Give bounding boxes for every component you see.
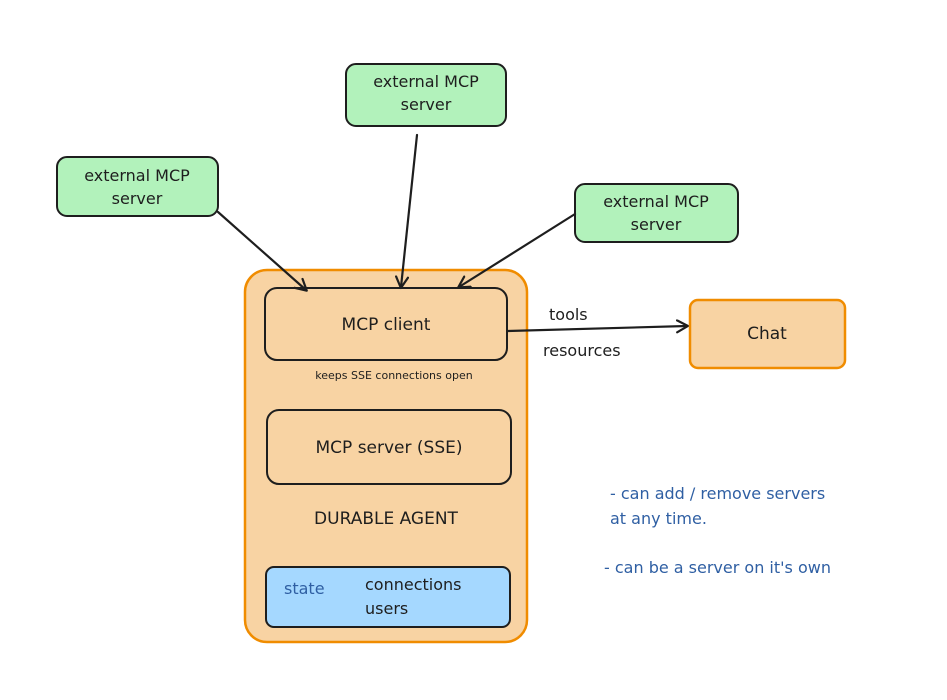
external-server-top-line1: external MCP xyxy=(373,72,479,91)
note-standalone-server: - can be a server on it's own xyxy=(604,558,831,577)
arrow-left-to-client xyxy=(216,210,306,290)
durable-agent-label: DURABLE AGENT xyxy=(314,509,459,529)
chat-box: Chat xyxy=(688,298,847,370)
mcp-server-label: MCP server (SSE) xyxy=(316,438,463,458)
external-server-left-line1: external MCP xyxy=(84,166,190,185)
state-item-connections: connections xyxy=(365,575,462,594)
note-add-remove-line2: at any time. xyxy=(610,509,707,528)
chat-label: Chat xyxy=(747,324,787,344)
external-mcp-server-right: external MCP server xyxy=(574,183,739,243)
external-mcp-server-left: external MCP server xyxy=(56,156,219,217)
external-mcp-server-top: external MCP server xyxy=(345,63,507,127)
state-label: state xyxy=(284,579,325,598)
resources-label: resources xyxy=(543,341,621,360)
state-box: state connections users xyxy=(265,566,511,628)
mcp-client-label: MCP client xyxy=(342,315,431,335)
mcp-client-box: MCP client xyxy=(264,287,508,361)
external-server-top-line2: server xyxy=(401,95,452,114)
state-item-users: users xyxy=(365,599,408,618)
arrow-right-to-client xyxy=(459,212,577,287)
external-server-left-line2: server xyxy=(112,189,163,208)
arrow-top-to-client xyxy=(401,133,419,287)
external-server-right-line2: server xyxy=(631,215,682,234)
external-server-right-line1: external MCP xyxy=(603,192,709,211)
note-add-remove-line1: - can add / remove servers xyxy=(610,484,825,503)
arrow-client-to-chat xyxy=(506,326,687,331)
tools-label: tools xyxy=(549,305,588,324)
keeps-sse-note: keeps SSE connections open xyxy=(315,369,472,382)
mcp-server-box: MCP server (SSE) xyxy=(266,409,512,485)
